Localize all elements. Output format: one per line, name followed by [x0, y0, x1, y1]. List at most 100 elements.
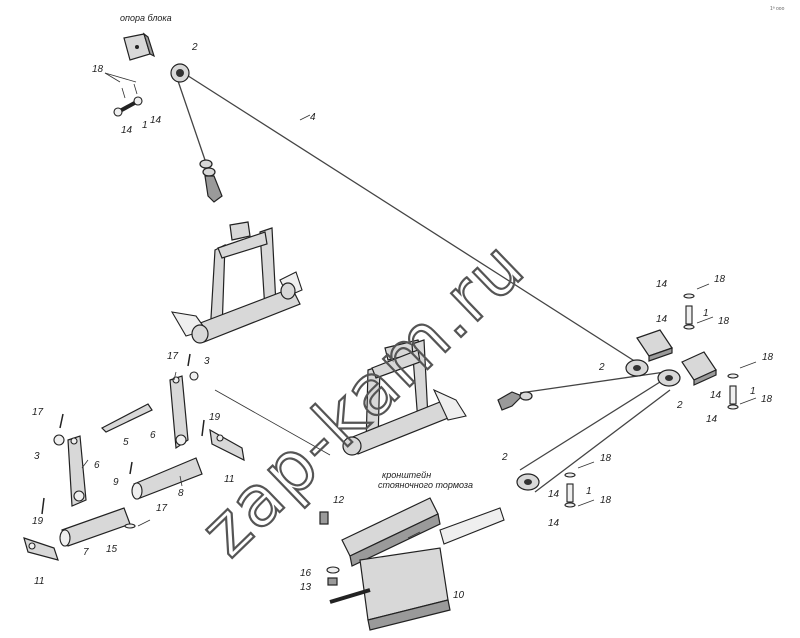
- label-1-tl: 1: [142, 120, 148, 131]
- link-11-lower: [23, 537, 59, 561]
- leader-frame-to-bracket: [214, 389, 331, 456]
- cable-assembly: [176, 71, 671, 493]
- block-support-hole: [135, 45, 139, 49]
- label-2-mid: 2: [598, 362, 605, 373]
- link-11-lower-hole: [28, 542, 36, 550]
- leader-4: [299, 114, 311, 121]
- bracket-upper-rail-side: [349, 513, 441, 567]
- bracket-axle: [329, 588, 371, 604]
- label-2-top: 2: [191, 42, 198, 53]
- cable-end-left: [176, 77, 206, 161]
- upper-frame: [170, 221, 303, 344]
- washer-14-tl-b: [133, 96, 143, 106]
- label-1-r2: 1: [703, 308, 709, 319]
- pin-19-upper: [201, 419, 205, 437]
- label-11-a: 11: [224, 474, 234, 485]
- link-11-upper-hole: [216, 434, 224, 442]
- label-18-r3: 18: [762, 352, 774, 363]
- pin-19-lower: [41, 497, 45, 515]
- pin-1-r4: [729, 385, 737, 405]
- label-7: 7: [83, 547, 89, 558]
- label-17-c: 17: [156, 503, 168, 514]
- washer-14-r5: [727, 404, 739, 410]
- label-3-a: 3: [204, 356, 210, 367]
- bolt-12: [319, 511, 329, 525]
- label-18-r6: 18: [600, 453, 612, 464]
- lever-6-lower-hole-bottom: [73, 490, 85, 502]
- cotter-18-r7: [577, 499, 595, 507]
- label-14-r7: 14: [548, 489, 560, 500]
- shaft-8-end: [131, 482, 143, 500]
- label-2-bottom: 2: [501, 452, 508, 463]
- pin-1-r7: [566, 483, 574, 503]
- pin-1-r2: [685, 305, 693, 325]
- pulley-top-hub: [176, 69, 184, 77]
- label-16: 16: [300, 568, 312, 579]
- washer-14-r8: [564, 502, 576, 508]
- washer-14-r7: [564, 472, 576, 478]
- middle-frame-right-foot: [432, 388, 467, 421]
- washer-3-lower: [53, 434, 65, 446]
- label-14-r5: 14: [706, 414, 718, 425]
- pulley-bottom-hub: [524, 479, 532, 485]
- label-14-r4: 14: [710, 390, 722, 401]
- lever-6-upper-hole-top: [172, 376, 180, 384]
- leader-6-upper: [173, 371, 177, 381]
- label-5: 5: [123, 437, 129, 448]
- block-support-pad-side: [142, 32, 155, 58]
- washer-15: [124, 523, 136, 529]
- lever-6-lower-hole-top: [70, 437, 78, 445]
- cable-run-lower-left: [519, 381, 661, 471]
- label-14-r2: 14: [656, 314, 668, 325]
- label-1-r4: 1: [750, 386, 756, 397]
- cable-end-hook: [204, 175, 223, 203]
- label-10: 10: [453, 590, 465, 601]
- right-pulley-group: [497, 283, 757, 508]
- label-11-b: 11: [34, 576, 44, 587]
- shaft-8: [133, 457, 203, 499]
- caption-block-support: опора блока: [120, 13, 172, 23]
- lever-group: [23, 353, 245, 561]
- cable-end-ring-2: [202, 167, 216, 177]
- washer-14-r1: [683, 293, 695, 299]
- cotter-18-tl-a: [121, 87, 126, 99]
- middle-frame: [342, 339, 467, 456]
- caption-bracket-line1: кронштейн: [382, 470, 431, 480]
- label-1-r7: 1: [586, 486, 592, 497]
- leader-18-tl-b: [104, 72, 137, 83]
- pin-17-upper: [187, 353, 191, 367]
- cotter-18-r3: [739, 361, 757, 369]
- cable-run-lower-right: [534, 389, 671, 493]
- washer-14-r2: [683, 324, 695, 330]
- lever-6-lower: [67, 435, 87, 507]
- label-6-a: 6: [150, 430, 156, 441]
- label-14-r8: 14: [548, 518, 560, 529]
- support-pad-right-b-side: [693, 369, 717, 386]
- label-14-tl-a: 14: [121, 125, 133, 136]
- bracket-body-base: [367, 599, 451, 631]
- leader-8: [179, 475, 183, 487]
- label-18-r4: 18: [761, 394, 773, 405]
- rod-5: [100, 403, 153, 433]
- cable-end-ring-1: [199, 159, 213, 169]
- label-18-r7: 18: [600, 495, 612, 506]
- middle-frame-bushing-left: [342, 436, 362, 456]
- parking-brake-bracket: [319, 497, 505, 631]
- label-18-topleft: 18: [92, 64, 104, 75]
- caption-bracket-line2: стояночного тормоза: [378, 480, 473, 490]
- pulley-mid-hub: [633, 365, 641, 371]
- leader-18-tl-a: [104, 72, 121, 83]
- label-18-r1: 18: [714, 274, 726, 285]
- label-14-tl-b: 14: [150, 115, 162, 126]
- label-8: 8: [178, 488, 184, 499]
- washer-3-upper: [189, 371, 199, 381]
- washer-16: [326, 566, 340, 574]
- upper-frame-bushing-left: [191, 324, 209, 344]
- label-12: 12: [333, 495, 345, 506]
- corner-mark: 1ª ooo: [770, 6, 785, 12]
- upper-frame-plate: [229, 221, 251, 241]
- cotter-17: [137, 519, 151, 527]
- bracket-arm: [439, 507, 505, 545]
- leader-6-lower: [81, 459, 89, 469]
